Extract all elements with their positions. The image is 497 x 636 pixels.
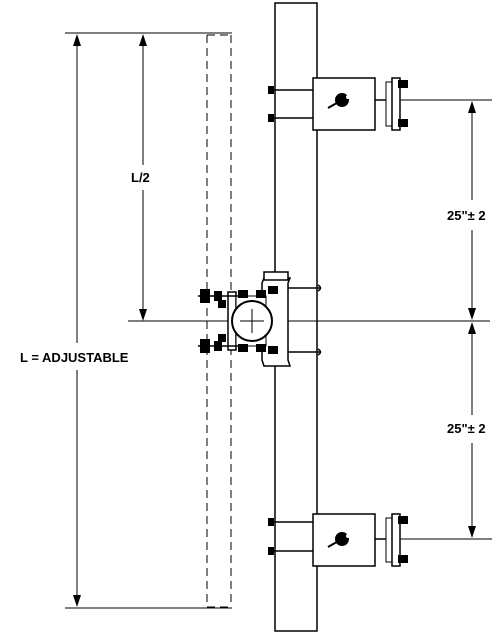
middle-clamp-assembly	[198, 271, 322, 367]
extension-lines	[65, 32, 232, 609]
upper-clamp-assembly	[268, 77, 408, 131]
lower-spacing-label: 25"± 2	[447, 421, 486, 436]
half-length-label: L/2	[131, 170, 150, 185]
lower-clamp-assembly	[268, 513, 408, 567]
length-label: L = ADJUSTABLE	[20, 350, 129, 365]
dimension-length	[73, 34, 81, 607]
upper-spacing-label: 25"± 2	[447, 208, 486, 223]
dimension-half-length	[139, 34, 147, 321]
